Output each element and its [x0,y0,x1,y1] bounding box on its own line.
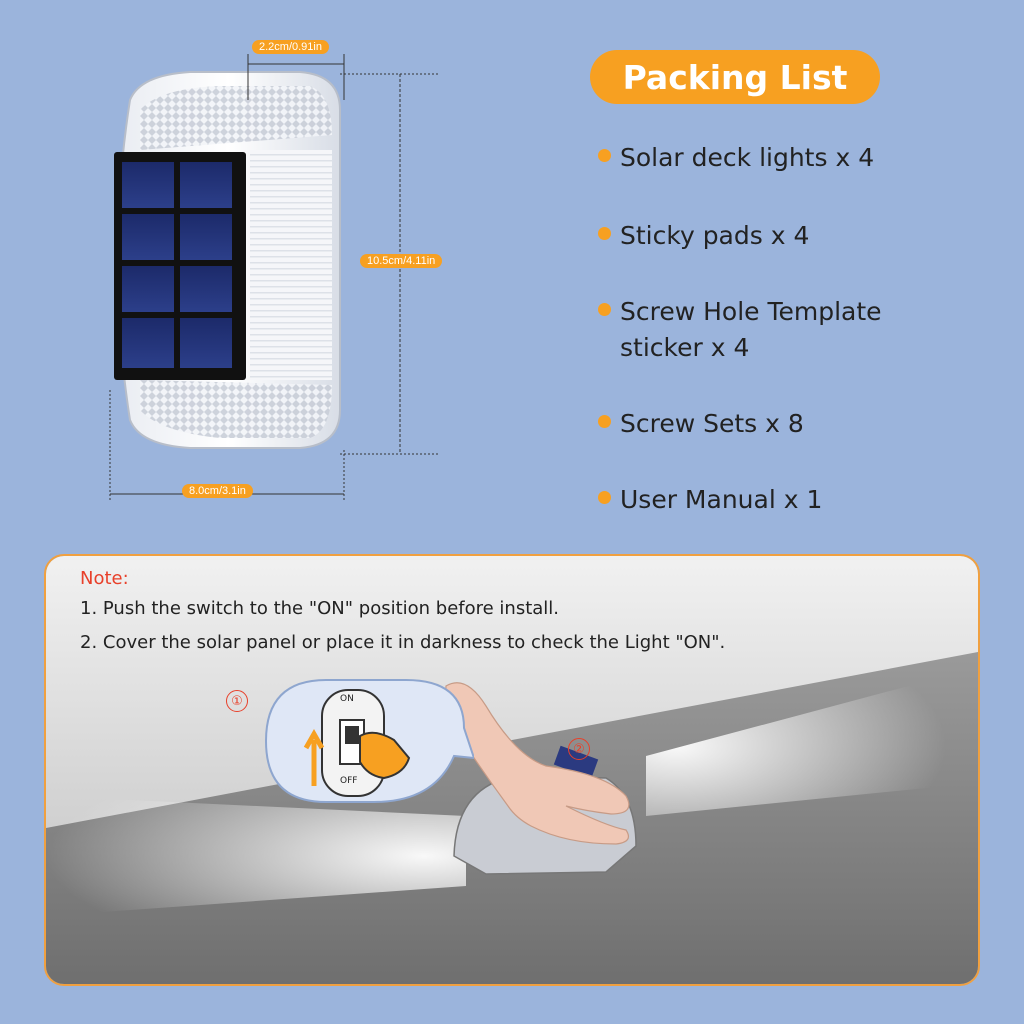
packing-item: Screw Hole Template sticker x 4 [598,294,882,366]
packing-list-title: Packing List [590,50,880,104]
packing-item-label: Screw Sets x 8 [620,409,804,438]
bullet-icon [598,491,611,504]
bullet-icon [598,227,611,240]
switch-on-label: ON [340,694,354,704]
packing-item-label: User Manual x 1 [620,485,823,514]
packing-item: User Manual x 1 [598,482,822,518]
step-1-marker: ① [226,690,248,712]
note-line-1: 1. Push the switch to the "ON" position … [80,598,560,619]
step-2-marker: ② [568,738,590,760]
packing-item: Screw Sets x 8 [598,406,804,442]
length-dimension-label: 8.0cm/3.1in [182,484,253,498]
bullet-icon [598,149,611,162]
packing-item-label: Screw Hole Template sticker x 4 [620,297,882,362]
height-dimension-label: 10.5cm/4.11in [360,254,443,268]
note-panel: Note: 1. Push the switch to the "ON" pos… [44,554,980,986]
note-line-2: 2. Cover the solar panel or place it in … [80,632,726,653]
packing-item: Solar deck lights x 4 [598,140,874,176]
product-illustration [100,40,480,510]
solar-deck-light-image [109,54,440,500]
width-dimension-label: 2.2cm/0.91in [252,40,329,54]
packing-item-label: Solar deck lights x 4 [620,143,875,172]
packing-item: Sticky pads x 4 [598,218,809,254]
switch-callout: ON OFF [264,678,476,804]
packing-item-label: Sticky pads x 4 [620,221,810,250]
switch-callout-bubble [264,679,476,803]
switch-off-label: OFF [340,776,358,786]
bullet-icon [598,303,611,316]
bullet-icon [598,415,611,428]
note-title: Note: [80,568,129,589]
note-scene-image [46,556,978,984]
